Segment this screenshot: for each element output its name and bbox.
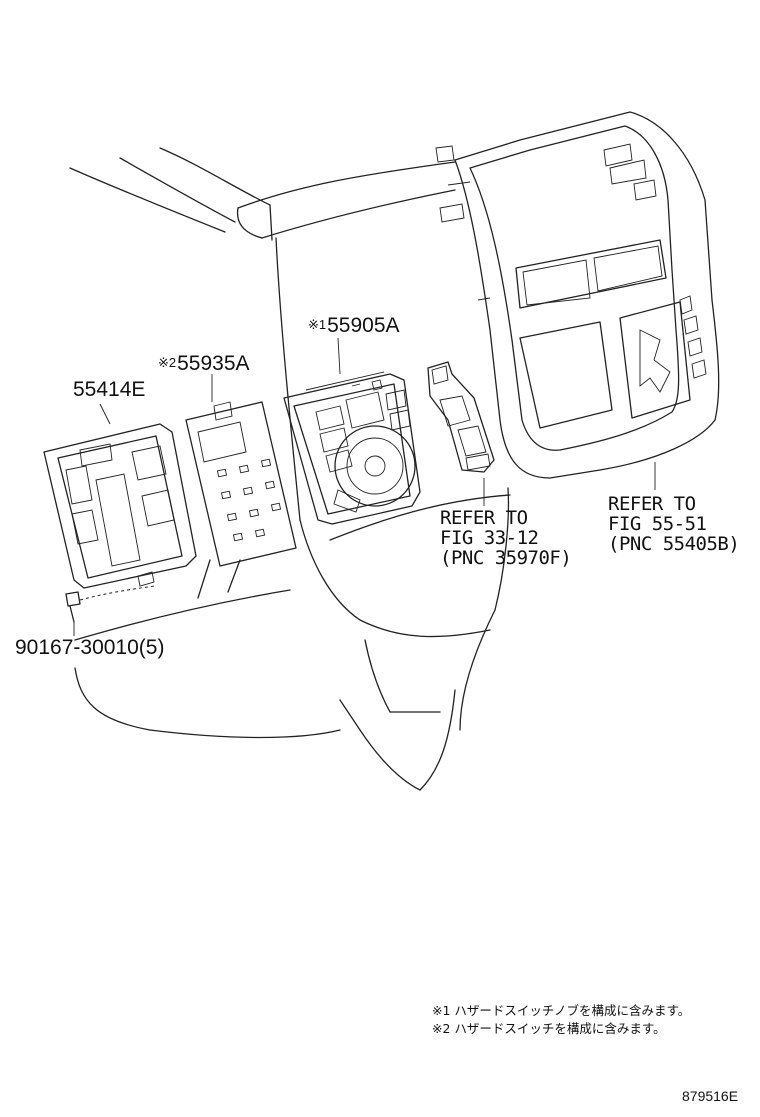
reference-line: FIG 55-51 [608,513,707,535]
dashboard-outline [69,147,511,791]
reference-label-fig-33-12[interactable]: REFER TO FIG 33-12 (PNC 35970F) [440,507,572,569]
part-label-55905a: ※155905A [308,314,400,338]
footnote-2: ※2 ハザードスイッチを構成に含みます。 [432,1021,666,1036]
part-number: 55414E [73,378,146,401]
part-label-55935a: ※255935A [158,352,250,376]
part-number: 55935A [177,352,250,375]
bracket-frame-drawing [43,423,197,589]
center-console [435,111,720,479]
part-label-55414e: 55414E [72,378,145,402]
control-panel-drawing [283,371,421,525]
part-number: 90167-30010(5) [15,636,165,659]
reference-line: (PNC 55405B) [608,533,740,555]
footnote-1: ※1 ハザードスイッチノブを構成に含みます。 [432,1003,691,1018]
reference-line: (PNC 35970F) [440,547,572,569]
part-number: 55905A [327,314,400,337]
reference-line: REFER TO [608,493,696,515]
leader-lines [73,337,656,636]
reference-line: REFER TO [440,507,528,529]
part-mark: ※2 [158,355,177,370]
reference-label-fig-55-51[interactable]: REFER TO FIG 55-51 (PNC 55405B) [608,493,740,555]
screw-drawing [65,591,81,623]
part-label-90167-30010: 90167-30010(5) [14,636,164,660]
part-mark: ※1 [308,317,327,332]
hazard-switch-assembly-drawing [427,361,495,473]
figure-id: 879516E [682,1088,739,1104]
reference-line: FIG 33-12 [440,527,539,549]
circuit-board-drawing [185,401,297,567]
